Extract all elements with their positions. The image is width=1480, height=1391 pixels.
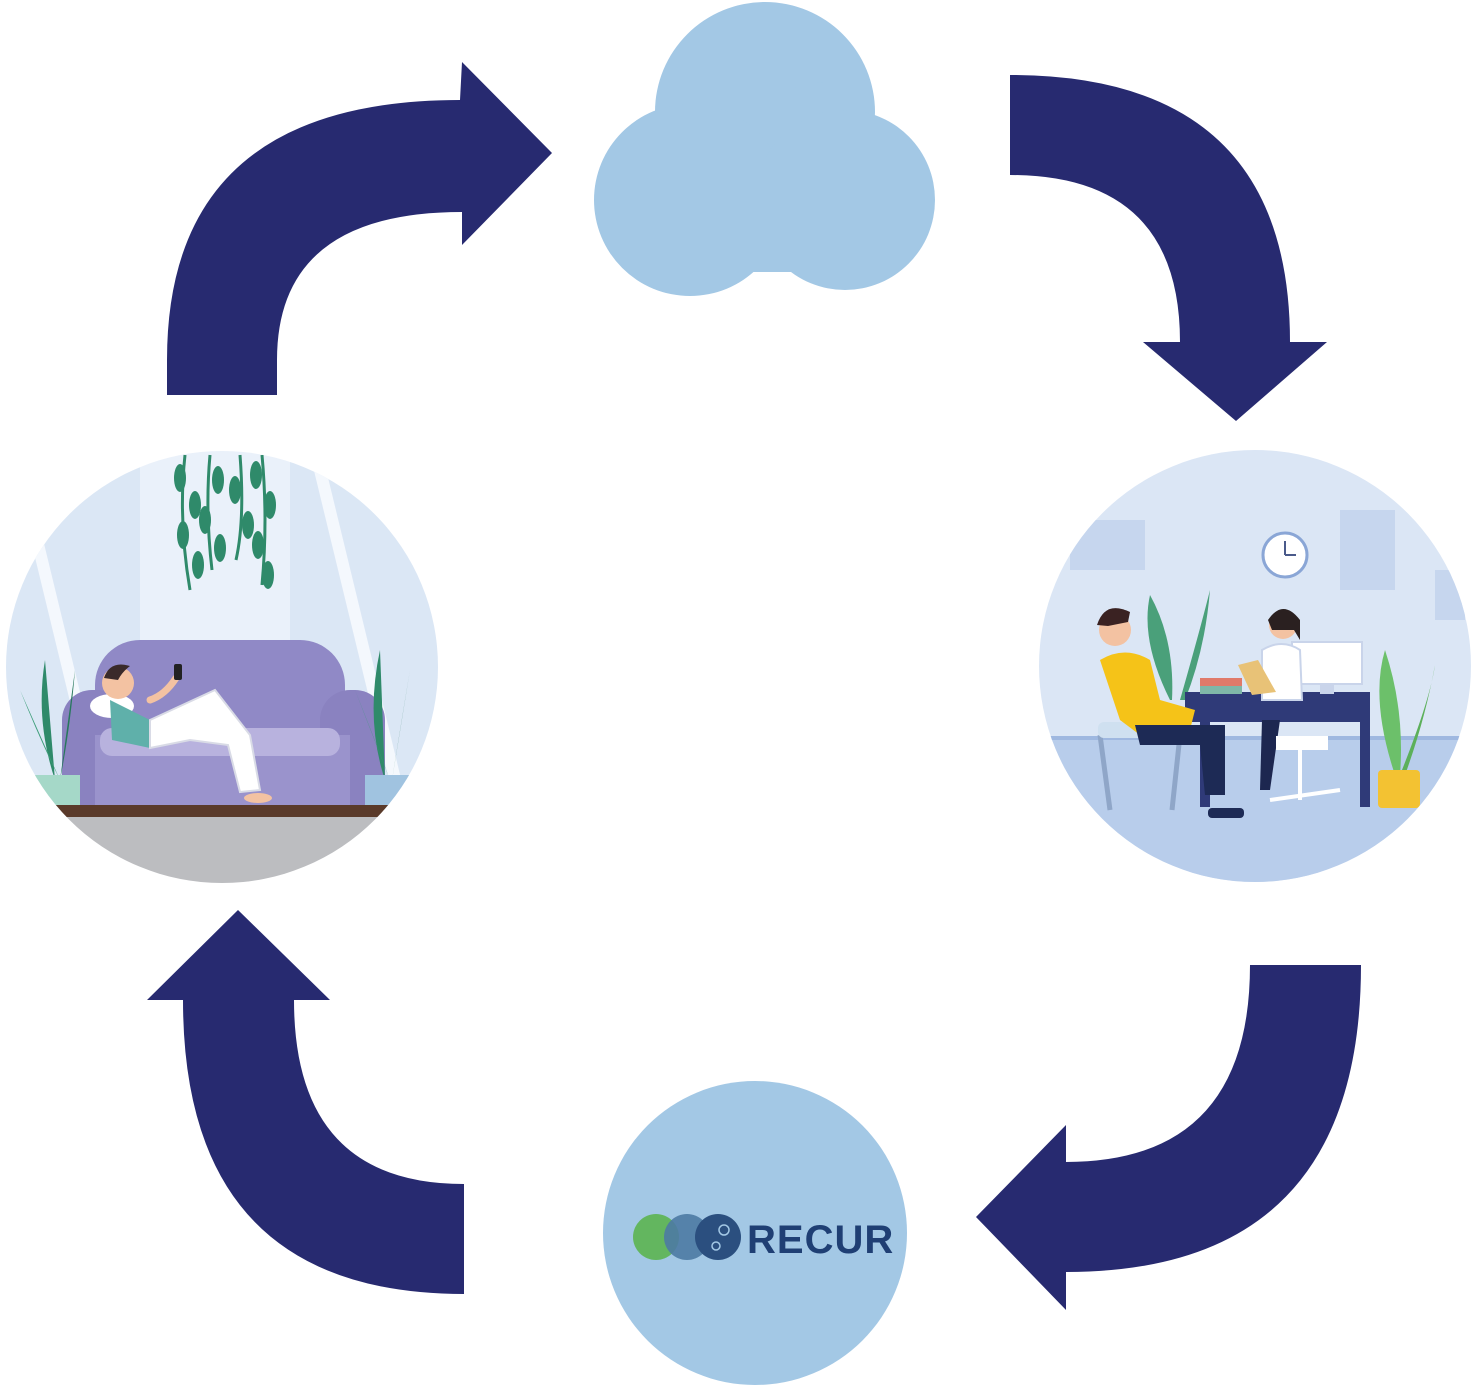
arrow-cloud-to-clinic — [1010, 75, 1327, 421]
recur-logo-text: RECUR — [747, 1218, 894, 1262]
patient-person-icon — [90, 664, 272, 803]
office-plant-icon — [1378, 650, 1435, 808]
office-plant-icon — [1147, 590, 1210, 700]
cloud-icon — [594, 2, 935, 296]
arrow-home-to-cloud — [167, 62, 552, 395]
arrow-recur-to-home — [147, 910, 464, 1294]
hanging-plant-icon — [174, 454, 276, 591]
doctor-consultation-illustration — [1039, 450, 1471, 882]
patient-at-home-illustration — [6, 451, 438, 883]
recur-logo-icon — [633, 1214, 741, 1260]
doctor-person-icon — [1238, 609, 1304, 790]
patient-person-icon — [1097, 608, 1244, 818]
clock-icon — [1261, 531, 1309, 579]
office-chair-icon — [1269, 736, 1341, 802]
arrow-clinic-to-recur — [976, 965, 1361, 1310]
recur-node: RECUR — [603, 1081, 907, 1385]
